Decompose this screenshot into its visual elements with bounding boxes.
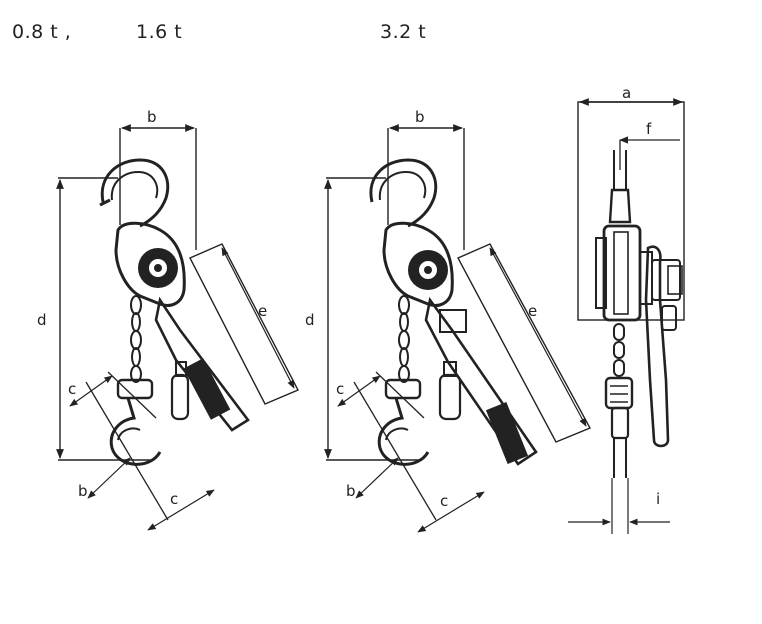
- label-b-lower-left: b: [78, 482, 88, 500]
- label-f-side: f: [646, 120, 652, 138]
- hoist-figure-side: a f i: [568, 84, 685, 534]
- dim-e-left: [221, 247, 295, 389]
- label-e-middle: e: [528, 302, 537, 320]
- caption-3-2t: 3.2 t: [380, 21, 427, 43]
- label-c-lower-middle: c: [440, 492, 448, 510]
- label-c-upper-left: c: [68, 380, 76, 398]
- dim-e-middle: [489, 247, 587, 427]
- dim-c-lower-left: [147, 489, 215, 531]
- caption-0-8t: 0.8 t ,: [12, 21, 72, 43]
- label-b-lower-middle: b: [346, 482, 356, 500]
- hoist-figure-left: b d e c b c: [37, 108, 299, 531]
- label-a-side: a: [622, 84, 631, 102]
- label-b-top-left: b: [147, 108, 157, 126]
- label-d-left: d: [37, 311, 47, 329]
- label-i-side: i: [656, 490, 660, 508]
- caption-1-6t: 1.6 t: [136, 21, 183, 43]
- dim-b-lower-left: [87, 457, 131, 499]
- dim-c-lower-middle: [417, 491, 485, 533]
- label-e-left: e: [258, 302, 267, 320]
- label-d-middle: d: [305, 311, 315, 329]
- hoist-figure-middle: b d e c b c: [305, 108, 591, 533]
- label-b-top-middle: b: [415, 108, 425, 126]
- dim-b-lower-middle: [355, 457, 399, 499]
- label-c-upper-middle: c: [336, 380, 344, 398]
- label-c-lower-left: c: [170, 490, 178, 508]
